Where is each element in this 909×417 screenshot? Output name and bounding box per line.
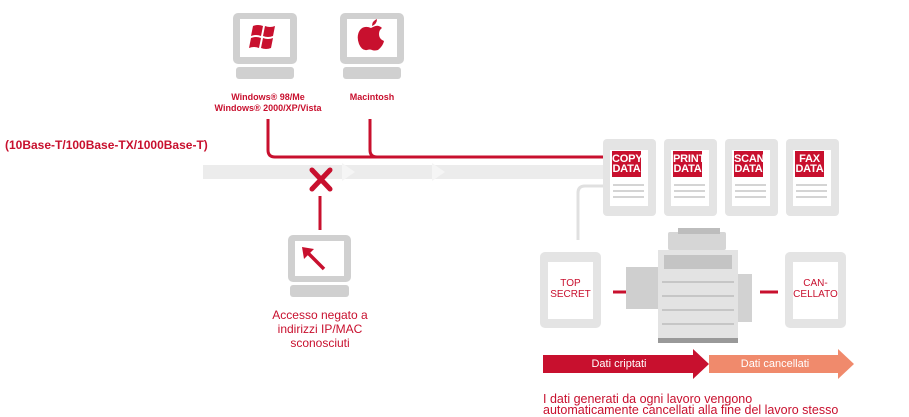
cursor-icon [302,247,326,271]
windows-label: Windows® 98/Me Windows® 2000/XP/Vista [196,92,340,114]
access-denied-line-1: Accesso negato a [272,308,368,322]
doc-print-label-line-2: DATA [673,163,702,175]
access-denied-line-2: indirizzi IP/MAC [277,322,363,336]
doc-scan-label-line-1: SCAN [734,153,765,165]
doc-copy-label-line-1: COPY [612,153,643,165]
caption-line-2: automaticamente cancellati alla fine del… [543,403,839,417]
top-secret-label-line-2: SECRET [550,289,591,300]
network-band [203,165,613,179]
mac-computer-icon [340,13,404,79]
doc-fax-label-line-1: FAX [799,153,820,165]
mac-connection-line [368,119,378,159]
doc-scan-label-line-2: DATA [734,163,763,175]
access-denied-text: Accesso negato a indirizzi IP/MAC sconos… [248,308,392,350]
copier-icon [626,228,752,343]
cancellato-label-line-1: CAN- [803,278,828,289]
deleted-arrow [709,349,854,379]
doc-print-label: PRINT DATA [673,153,706,175]
doc-fax-label-line-2: DATA [795,163,824,175]
caption-text: I dati generati da ogni lavoro vengono a… [543,392,905,417]
doc-fax-data [786,139,839,216]
unknown-computer-icon [288,235,351,297]
windows-connection-line [266,119,604,159]
blocked-x-icon [309,167,333,192]
doc-cancellato [785,252,846,328]
doc-copy-data [603,139,656,216]
cancellato-label: CAN- CELLATO [788,278,843,300]
network-band-arrow-2 [432,163,445,181]
windows-logo-icon [249,25,275,49]
doc-copy-label-line-2: DATA [612,163,641,175]
doc-scan-label: SCAN DATA [734,153,765,175]
windows-label-line-2: Windows® 2000/XP/Vista [214,103,322,113]
doc-print-data [664,139,717,216]
encrypted-arrow [543,349,709,379]
caption-line-1: I dati generati da ogni lavoro vengono [543,392,753,406]
deleted-label: Dati cancellati [740,358,810,370]
cancellato-label-line-2: CELLATO [793,289,838,300]
doc-print-label-line-1: PRINT [673,153,706,165]
encrypted-label: Dati criptati [591,358,647,370]
doc-top-secret [540,252,601,328]
doc-scan-data [725,139,778,216]
docs-connection-line [576,184,604,240]
access-denied-line-3: sconosciuti [290,336,350,350]
top-secret-label: TOP SECRET [548,278,593,300]
doc-fax-label: FAX DATA [795,153,824,175]
apple-logo-icon [357,19,384,51]
top-secret-label-line-1: TOP [560,278,581,289]
mac-label: Macintosh [349,92,395,102]
windows-computer-icon [233,13,297,79]
data-docs-group [603,139,839,216]
network-label: (10Base-T/100Base-TX/1000Base-T) [5,138,208,152]
windows-label-line-1: Windows® 98/Me [231,92,305,102]
doc-copy-label: COPY DATA [612,153,643,175]
network-band-arrow-1 [342,163,355,181]
